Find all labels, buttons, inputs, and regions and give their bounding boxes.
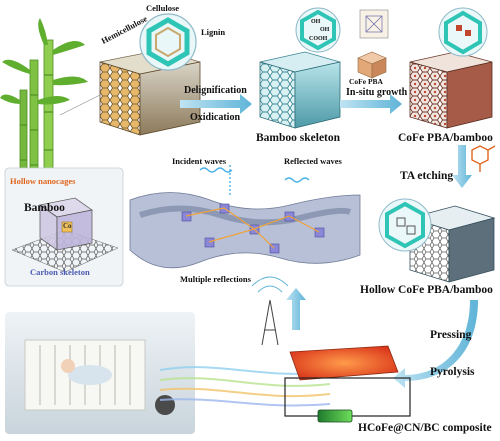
co-label: Co (63, 222, 72, 230)
oh-group-2: OH (320, 27, 330, 33)
multiple-reflection-illustration (129, 165, 361, 269)
bamboo-block-illustration (59, 49, 201, 136)
cofe-pba-bamboo-illustration (409, 51, 493, 129)
oxidication-label: Oxidication (190, 112, 241, 123)
cell-wall-zoom-circle (139, 13, 197, 71)
cellulose-label: Cellulose (146, 3, 180, 13)
in-situ-growth-arrow (340, 94, 402, 114)
reflected-waves-label: Reflected waves (284, 156, 342, 166)
composite-label: HCoFe@CN/BC composite (358, 422, 492, 434)
incident-waves-label: Incident waves (172, 156, 227, 166)
bamboo-skeleton-illustration (259, 51, 341, 129)
pyrolysis-label: Pyrolysis (430, 366, 475, 378)
delignification-arrow (180, 94, 252, 114)
antenna-tower-icon (251, 276, 289, 346)
ta-etching-arrow (452, 145, 472, 188)
application-arrow (286, 288, 306, 330)
delignification-label: Delignification (184, 85, 247, 96)
ta-etching-label: TA etching (400, 170, 454, 182)
bedroom-scene-photo (5, 312, 195, 434)
cofe-pba-bamboo-label: CoFe PBA/bamboo (398, 132, 493, 144)
functional-groups-circle (295, 7, 341, 53)
hollow-cofe-pba-bamboo-label: Hollow CoFe PBA/bamboo (360, 284, 493, 296)
tannic-acid-molecule-icon (471, 145, 496, 172)
cofe-pba-box-label: CoFe PBA (349, 77, 383, 86)
lignin-label: Lignin (201, 27, 226, 37)
bamboo-plant-illustration (0, 18, 88, 196)
composite-circuit-illustration (284, 345, 411, 423)
bamboo-skeleton-label: Bamboo skeleton (256, 132, 341, 144)
pressing-pyrolysis-arrow (393, 300, 478, 388)
oh-group-1: OH (311, 19, 321, 25)
nanocage-inset-panel (4, 167, 124, 287)
hollow-cofe-pba-bamboo-illustration (378, 198, 496, 283)
pressing-label: Pressing (430, 329, 472, 341)
battery-icon (317, 409, 353, 423)
in-situ-growth-label: In-situ growth (346, 87, 408, 98)
microwave-streams (159, 366, 331, 407)
cooh-group: COOH (309, 36, 328, 42)
cofe-pba-cube-illustration (357, 9, 389, 79)
multiple-reflections-label: Multiple reflections (180, 274, 251, 284)
carbon-skeleton-label: Carbon skeleton (30, 267, 90, 277)
hollow-nanocages-label: Hollow nanocages (10, 176, 76, 186)
pba-loaded-zoom-circle (438, 7, 488, 57)
bamboo-label: Bamboo (24, 202, 65, 214)
